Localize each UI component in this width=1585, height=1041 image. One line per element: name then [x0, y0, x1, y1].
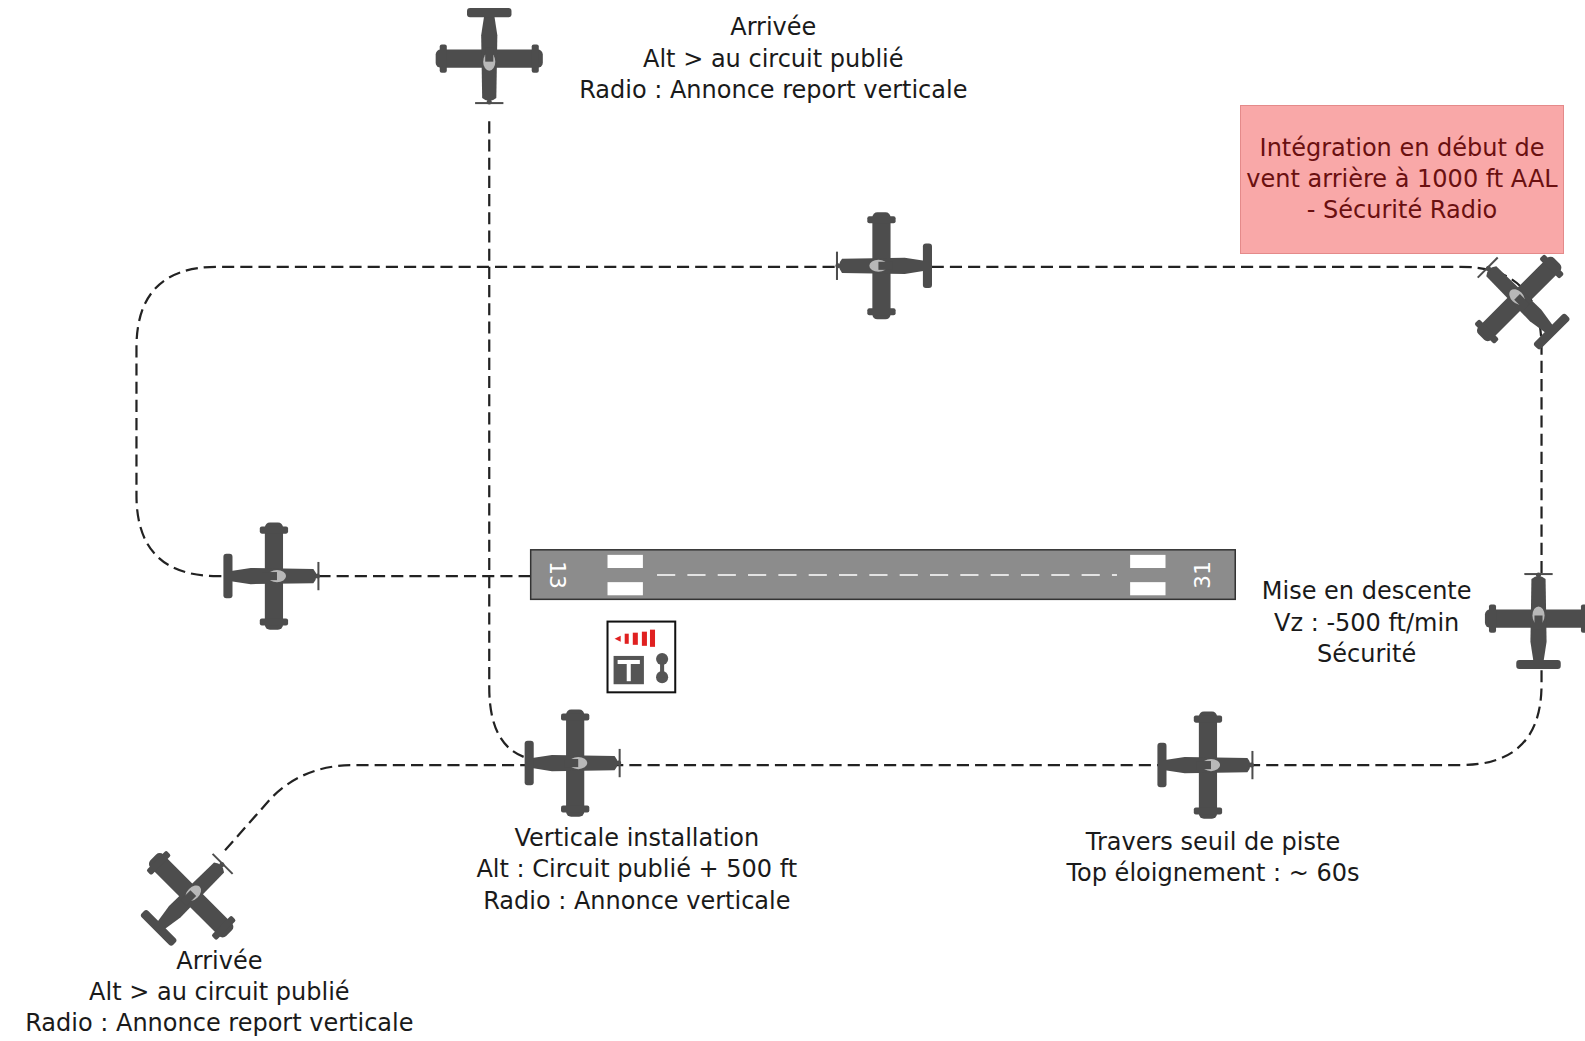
note-text: Radio : Annonce verticale [483, 886, 790, 916]
note-text: Alt : Circuit publié + 500 ft [476, 854, 797, 884]
note-text: Arrivée [730, 12, 816, 42]
note-text: Radio : Annonce report verticale [579, 75, 967, 105]
callout-box: Intégration en début de vent arrière à 1… [1240, 105, 1563, 254]
note-text: Vz : -500 ft/min [1274, 608, 1459, 638]
note-text: Radio : Annonce report verticale [25, 1008, 413, 1038]
note-text: Alt > au circuit publié [89, 977, 350, 1007]
runway-number: 13 [546, 561, 568, 589]
note-text: Arrivée [176, 946, 262, 976]
callout-text: Intégration en début de vent arrière à 1… [1241, 133, 1562, 226]
note-text: Alt > au circuit publié [643, 44, 904, 74]
note-text: Top éloignement : ~ 60s [1066, 858, 1359, 888]
runway [531, 550, 1236, 600]
note-text: Sécurité [1317, 639, 1416, 669]
note-text: Verticale installation [514, 823, 759, 853]
note-text: Mise en descente [1262, 576, 1472, 606]
runway-number: 31 [1192, 561, 1214, 589]
signal-area [608, 622, 676, 693]
note-text: Travers seuil de piste [1086, 827, 1340, 857]
